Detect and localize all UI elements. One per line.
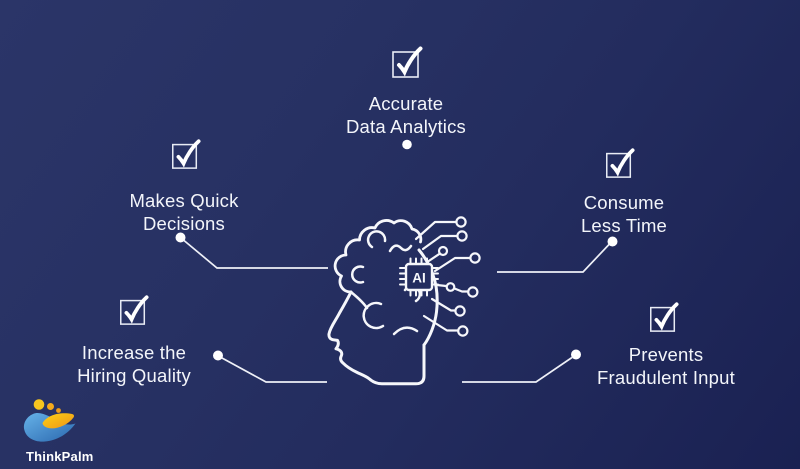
- thinkpalm-logo-text: ThinkPalm: [26, 449, 94, 464]
- ai-chip: AI: [399, 257, 439, 297]
- checked-checkbox-icon: [392, 46, 423, 78]
- benefit-label-line: Hiring Quality: [77, 365, 191, 386]
- thinkpalm-logo-mark: [23, 399, 76, 442]
- circuit-node: [437, 245, 449, 257]
- benefit-accurate-data-analytics: Accurate Data Analytics: [296, 45, 516, 138]
- benefit-label-line: Data Analytics: [345, 116, 467, 137]
- benefit-label-line: Fraudulent Input: [597, 367, 735, 388]
- logo-dot: [47, 403, 54, 410]
- circuit-node: [445, 282, 456, 292]
- benefit-increase-the-hiring-quality: Increase the Hiring Quality: [24, 294, 244, 387]
- logo-dot: [33, 399, 45, 410]
- chip-pins: [399, 257, 439, 297]
- thinkpalm-logo: ThinkPalm: [22, 397, 108, 464]
- circuit-node: [457, 325, 469, 337]
- connector-left-mid: [183, 239, 328, 269]
- head-back-outline: [417, 248, 439, 347]
- benefit-label-line: Accurate: [368, 93, 444, 114]
- checked-checkbox-icon: [120, 295, 149, 325]
- circuit-node: [469, 252, 481, 264]
- circuit-node: [454, 305, 466, 317]
- circuit-node: [456, 230, 468, 242]
- brain-curls: [349, 230, 422, 336]
- benefit-prevents-fraudulent-input: Prevents Fraudulent Input: [556, 301, 776, 389]
- checked-checkbox-icon: [172, 139, 201, 169]
- logo-dot: [56, 408, 61, 413]
- ai-brain-head-illustration: AI: [327, 216, 481, 386]
- circuit-traces: [414, 216, 481, 337]
- connector-dot: [402, 139, 412, 150]
- brain-outline: [333, 219, 423, 294]
- logo-leaf-shape: [42, 413, 74, 429]
- circuit-node: [455, 216, 467, 228]
- chip-body: [404, 262, 434, 292]
- chip-label: AI: [412, 271, 426, 286]
- connector-dot: [607, 236, 618, 247]
- checked-checkbox-icon: [650, 302, 679, 332]
- benefit-makes-quick-decisions: Makes Quick Decisions: [74, 138, 294, 235]
- connector-right-mid: [497, 243, 610, 273]
- checked-checkbox-icon: [606, 148, 635, 178]
- benefit-label-line: Increase the: [81, 342, 187, 363]
- benefit-label-line: Makes Quick: [129, 190, 239, 211]
- circuit-node: [467, 286, 479, 298]
- benefit-label-line: Consume: [583, 192, 665, 213]
- benefit-label-line: Decisions: [143, 213, 225, 234]
- benefit-label-line: Prevents: [628, 344, 704, 365]
- benefit-consume-less-time: Consume Less Time: [514, 147, 734, 237]
- head-outline: [327, 290, 426, 386]
- benefit-label-line: Less Time: [580, 215, 668, 236]
